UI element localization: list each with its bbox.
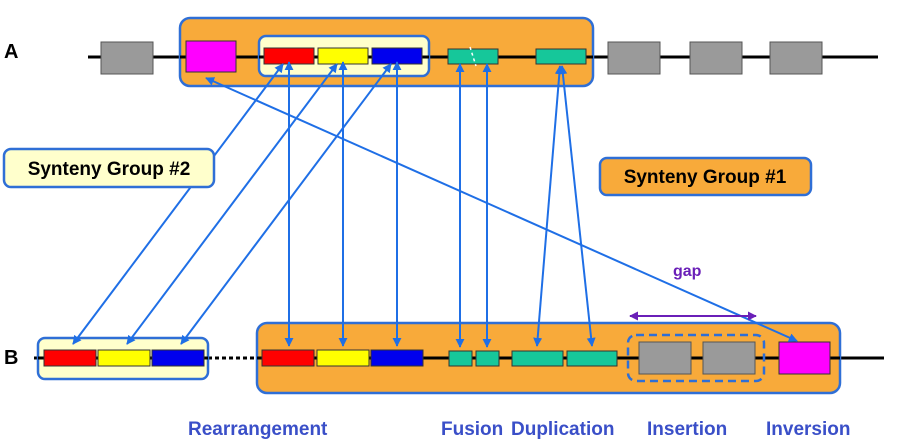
gene-a-teal-fused — [447, 48, 499, 65]
arrow-red-diagonal — [72, 63, 284, 345]
gene-a-gray-4 — [769, 41, 823, 75]
gene-a-teal-dup — [535, 48, 587, 65]
arrow-duplication-1 — [533, 65, 564, 347]
gene-b-teal-dup-2 — [566, 350, 618, 367]
gene-b-gray-insert-1 — [638, 341, 692, 375]
gene-b-teal-fusion-2 — [475, 350, 500, 367]
gene-b-gray-insert-2 — [702, 341, 756, 375]
gene-a-gray-1 — [100, 41, 154, 75]
arrow-duplication-2 — [558, 65, 596, 347]
gene-b-magenta — [778, 341, 831, 375]
synteny-group-1-label: Synteny Group #1 — [624, 167, 787, 188]
gene-b-red — [261, 349, 315, 367]
gene-a-gray-2 — [607, 41, 661, 75]
arrow-inversion — [205, 77, 798, 342]
row-label-a: A — [4, 41, 18, 63]
gene-b-teal-fusion-1 — [448, 350, 473, 367]
gene-b-blue — [370, 349, 424, 367]
gene-a-yellow — [317, 47, 369, 65]
event-fusion: Fusion — [441, 419, 503, 440]
gene-a-magenta — [185, 40, 237, 73]
gene-b-red-left — [43, 349, 97, 367]
synteny-group-2-label: Synteny Group #2 — [28, 159, 191, 180]
event-insertion: Insertion — [647, 419, 727, 440]
synteny-group-2-label-box — [2, 147, 216, 189]
arrow-yellow-diagonal — [126, 63, 338, 345]
gene-b-yellow-left — [97, 349, 151, 367]
gap-label: gap — [673, 263, 702, 280]
gene-a-gray-3 — [689, 41, 743, 75]
gene-b-yellow — [316, 349, 370, 367]
row-label-b: B — [4, 347, 18, 369]
event-inversion: Inversion — [766, 419, 850, 440]
arrow-blue-diagonal — [180, 63, 392, 345]
gene-a-red — [263, 47, 315, 65]
gene-a-blue — [371, 47, 423, 65]
synteny-group-1-label-box — [598, 156, 813, 197]
gene-b-blue-left — [151, 349, 205, 367]
event-duplication: Duplication — [511, 419, 614, 440]
event-rearrangement: Rearrangement — [188, 419, 328, 440]
gene-b-teal-dup-1 — [511, 350, 564, 367]
